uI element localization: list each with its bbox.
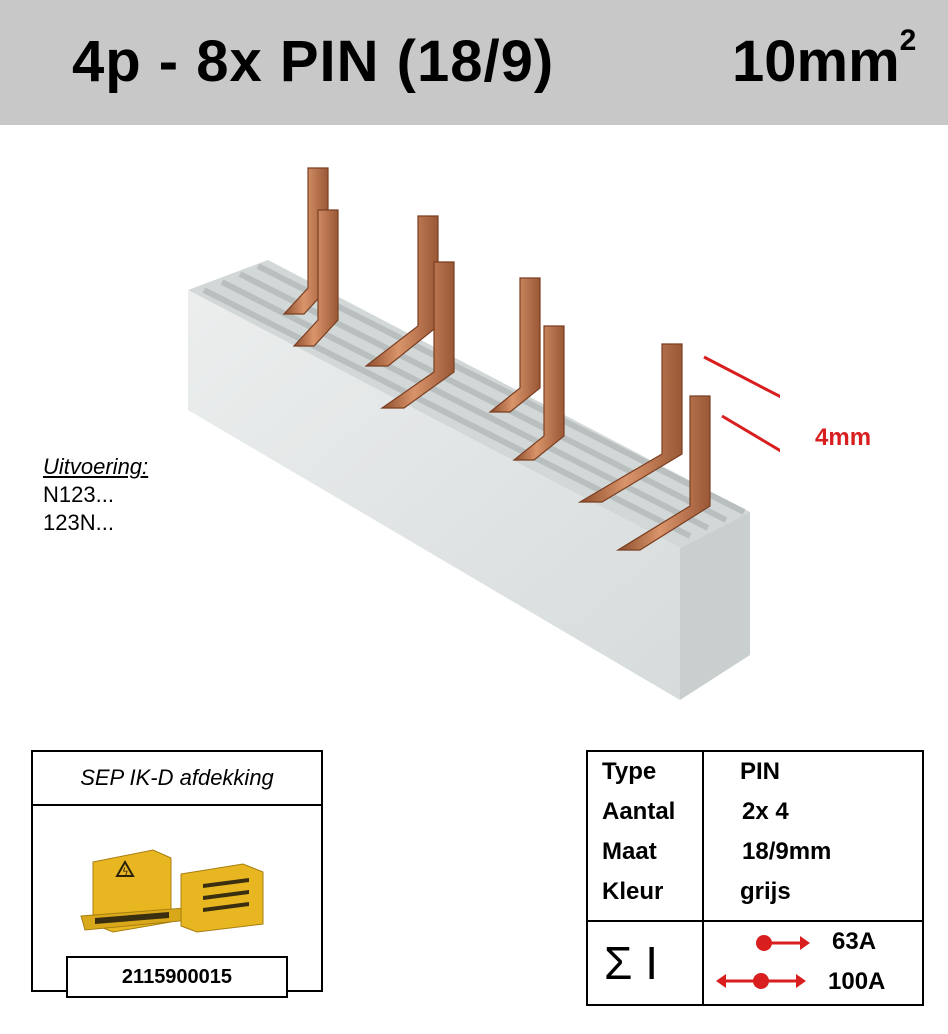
rating-center-feed: 100A (828, 968, 886, 995)
busbar-product-image (188, 167, 780, 700)
spec-value-type: PIN (740, 758, 781, 785)
pin-thickness-label: 4mm (815, 424, 872, 451)
variant-item: N123... (43, 482, 114, 507)
size-exponent: 2 (899, 24, 917, 57)
header-bar: 4p - 8x PIN (18/9) 10mm2 (0, 0, 948, 125)
spec-table: Type PIN Aantal 2x 4 Maat 18/9mm Kleur g… (586, 750, 924, 1006)
cross-section-size: 10mm2 (732, 24, 916, 95)
variants-block: Uitvoering: N123... 123N... (43, 453, 148, 537)
spec-label-count: Aantal (602, 798, 676, 825)
cover-title: SEP IK-D afdekking (33, 752, 321, 806)
variant-item: 123N... (43, 510, 114, 535)
spec-divider-horizontal (588, 920, 922, 922)
spec-label-type: Type (602, 758, 657, 785)
yellow-cover-image: ϟ (80, 849, 264, 933)
spec-value-count: 2x 4 (742, 798, 789, 825)
size-value: 10mm (732, 29, 900, 94)
svg-text:ϟ: ϟ (122, 867, 129, 878)
variants-heading: Uitvoering: (43, 454, 149, 479)
center-feed-arrow-icon (716, 973, 806, 989)
spec-label-color: Kleur (602, 878, 664, 905)
single-feed-arrow-icon (756, 935, 810, 951)
rating-single-feed: 63A (832, 928, 877, 955)
spec-value-color: grijs (740, 878, 791, 905)
product-title: 4p - 8x PIN (18/9) (72, 29, 555, 94)
spec-value-size: 18/9mm (742, 838, 832, 865)
spec-label-size: Maat (602, 838, 657, 865)
cover-accessory-box: SEP IK-D afdekking ϟ (31, 750, 323, 992)
current-sum-symbol: Σ I (604, 937, 658, 989)
cover-article-code: 2115900015 (66, 956, 288, 998)
spec-divider-vertical (702, 752, 704, 1004)
